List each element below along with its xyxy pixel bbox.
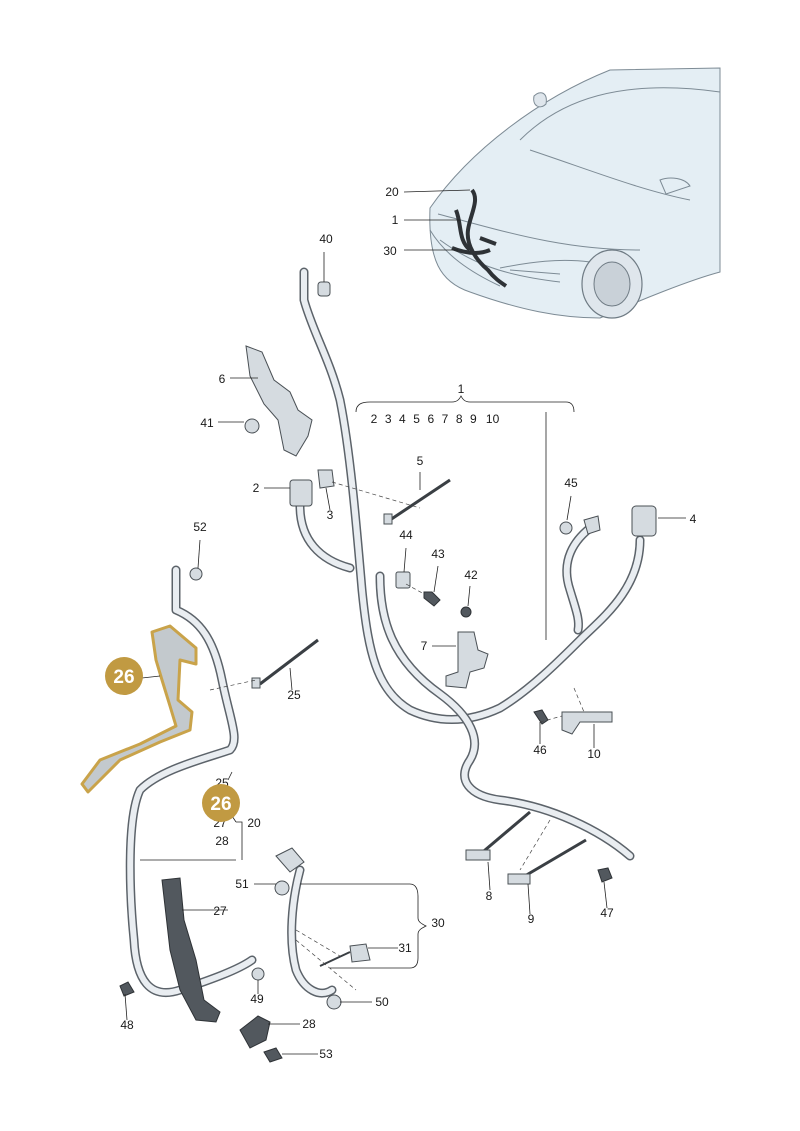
callout-c4: 4 [690,512,697,526]
component-shapes [119,281,657,1063]
dashed-alignment-lines [209,481,585,991]
callout-c52: 52 [193,520,207,534]
badge-label: 26 [210,794,231,815]
callout-c42: 42 [464,568,478,582]
callout-c1top: 1 [392,213,399,227]
callout-c46: 46 [533,743,547,757]
callout-c45: 45 [564,476,578,490]
callout-c53: 53 [319,1047,333,1061]
callout-c30: 30 [431,916,445,930]
callout-c9: 9 [528,912,535,926]
callout-c8: 8 [486,889,493,903]
main-harness-cable [295,267,645,861]
callout-c49: 49 [250,992,264,1006]
highlighted-part-26 [80,624,198,794]
callout-c48: 48 [120,1018,134,1032]
bracket-range-item: 7 [442,412,449,426]
callout-c5: 5 [417,454,424,468]
callout-c3: 3 [327,508,334,522]
callout-c20: 20 [247,816,261,830]
callout-c28a: 28 [215,834,229,848]
callout-c25: 25 [287,688,301,702]
callout-c31: 31 [398,941,412,955]
bracket-range-item: 4 [399,412,406,426]
bracket-range-item: 5 [413,412,420,426]
bracket-range-item: 8 [456,412,463,426]
car-front-illustration [429,67,721,319]
callout-c43: 43 [431,547,445,561]
badge-circle [202,784,240,822]
callout-c10: 10 [587,747,601,761]
callout-c7: 7 [421,639,428,653]
callout-c44: 44 [399,528,413,542]
bracket-range-item: 2 [371,412,378,426]
callout-c28: 28 [302,1017,316,1031]
callout-c51: 51 [235,877,249,891]
battery-cable-left [125,565,257,997]
bracket-range-item: 9 [470,412,477,426]
highlight-badges: 26 26 [105,657,240,822]
bracket-range-item: 6 [427,412,434,426]
callout-c41: 41 [200,416,214,430]
badge-label: 26 [113,667,134,688]
battery-cable-30 [275,847,337,998]
bracket-range-item: 10 [486,412,500,426]
callout-c20top: 20 [385,185,399,199]
callout-c47: 47 [600,906,614,920]
callout-c27: 27 [213,904,227,918]
callout-c1bracket: 1 [458,382,465,396]
callout-c40: 40 [319,232,333,246]
callout-c30top: 30 [383,244,397,258]
leader-lines [124,189,686,1055]
callout-c50: 50 [375,995,389,1009]
callout-c6: 6 [219,372,226,386]
bracket-range-item: 3 [385,412,392,426]
callout-c2: 2 [253,481,260,495]
badge-circle [105,657,143,695]
